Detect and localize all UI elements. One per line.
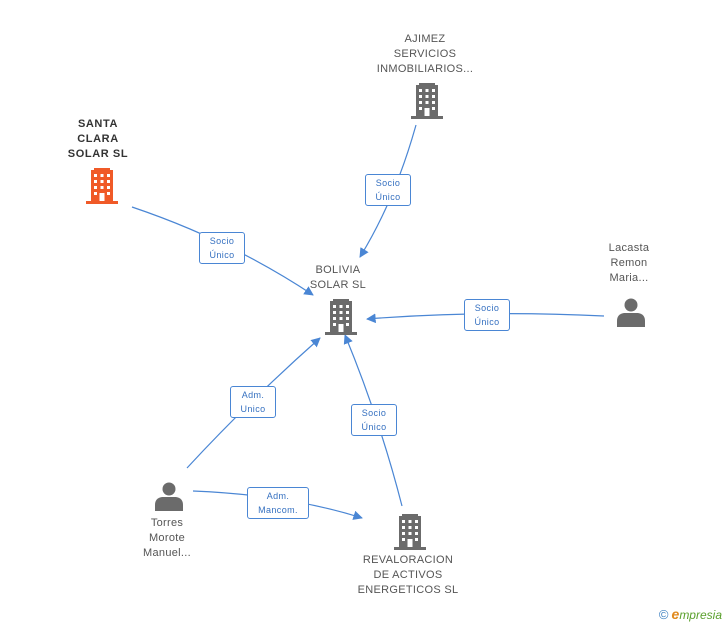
building-icon[interactable]: [324, 299, 358, 335]
building-icon[interactable]: [393, 514, 427, 550]
brand-watermark: © empresia: [659, 606, 722, 622]
node-label-santa-clara[interactable]: SANTA CLARA SOLAR SL: [67, 118, 129, 160]
edge-label-torres-to-revaloracion[interactable]: Adm. Mancom.: [247, 487, 309, 519]
person-icon[interactable]: [154, 481, 184, 511]
building-icon[interactable]: [410, 83, 444, 119]
person-icon[interactable]: [616, 297, 646, 327]
edge-label-ajimez-to-bolivia[interactable]: Socio Único: [365, 174, 411, 206]
edge-label-santa-to-bolivia[interactable]: Socio Único: [199, 232, 245, 264]
copyright-icon: ©: [658, 606, 669, 622]
edge-label-revaloracion-to-bolivia[interactable]: Socio Único: [351, 404, 397, 436]
node-label-torres[interactable]: Torres Morote Manuel...: [143, 517, 191, 559]
edge-label-lacasta-to-bolivia[interactable]: Socio Único: [464, 299, 510, 331]
node-label-revaloracion[interactable]: REVALORACION DE ACTIVOS ENERGETICOS SL: [357, 554, 459, 596]
node-label-bolivia[interactable]: BOLIVIA SOLAR SL: [309, 264, 367, 291]
edge-label-torres-to-bolivia[interactable]: Adm. Unico: [230, 386, 276, 418]
brand-logo: empresia: [671, 606, 722, 622]
node-label-ajimez[interactable]: AJIMEZ SERVICIOS INMOBILIARIOS...: [376, 33, 474, 75]
building-icon[interactable]: [85, 168, 119, 204]
node-label-lacasta[interactable]: Lacasta Remon Maria...: [608, 242, 650, 284]
